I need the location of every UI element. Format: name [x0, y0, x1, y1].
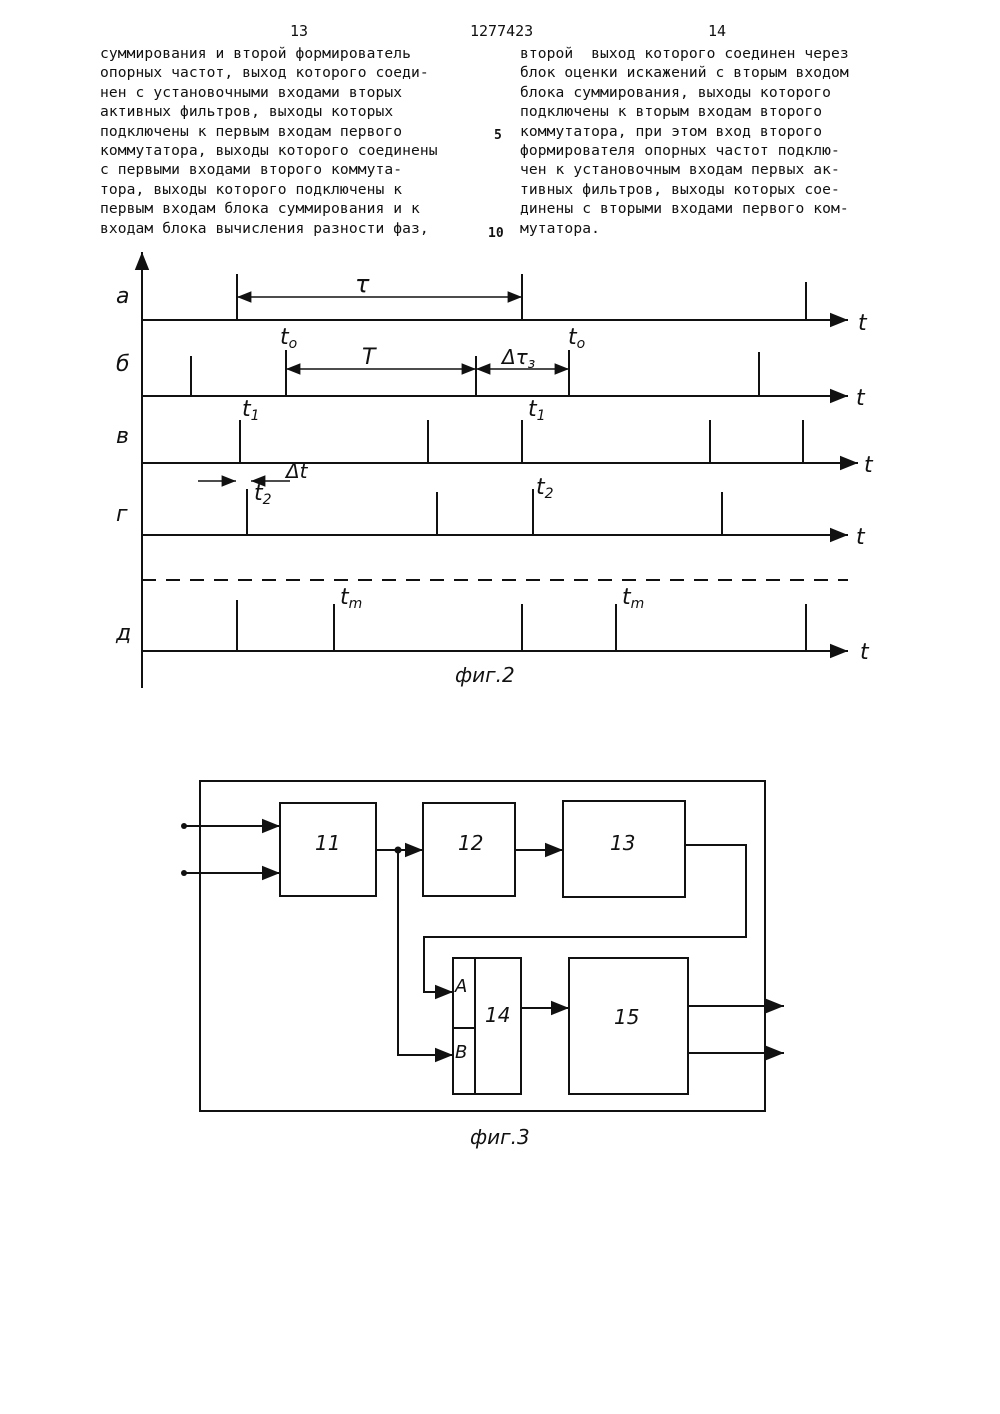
tm-label: tm [340, 585, 362, 612]
axis-label-t: t [858, 311, 868, 336]
block-12-label: 12 [458, 831, 483, 855]
link-13-14a [424, 845, 746, 992]
row-label-v: в [116, 424, 129, 449]
axis-label-t: t [864, 453, 874, 478]
input-terminal [181, 870, 187, 876]
block-15-label: 15 [614, 1005, 639, 1029]
axis-label-t: t [856, 386, 866, 411]
figure-2-timing-diagram [142, 252, 858, 688]
row-label-g: г [116, 502, 128, 527]
link-11-14b [398, 850, 453, 1055]
port-b-label: B [455, 1042, 467, 1063]
row-label-d: д [115, 621, 131, 646]
t0-label: to [568, 325, 585, 352]
axis-label-t: t [856, 525, 866, 550]
row-label-b: б [116, 352, 130, 377]
t1-label: t1 [242, 397, 260, 424]
figure-3-caption: фиг.3 [470, 1125, 530, 1149]
tm-label: tm [622, 585, 644, 612]
axis-label-t: t [860, 640, 870, 665]
figure-3-block-diagram [184, 781, 784, 1111]
figure-2-caption: фиг.2 [455, 663, 515, 687]
delta-t-label: Δt [284, 459, 309, 483]
junction-dot [395, 847, 402, 854]
row-label-a: а [116, 284, 129, 309]
input-terminal [181, 823, 187, 829]
T-label: T [362, 345, 377, 370]
t1-label: t1 [528, 397, 546, 424]
block-14-label: 14 [485, 1003, 510, 1027]
block-13-label: 13 [610, 831, 635, 855]
t2-label: t2 [536, 475, 554, 502]
tau-label: τ [355, 270, 370, 298]
t0-label: to [280, 325, 297, 352]
delta-tau-label: Δτз [500, 345, 535, 372]
block-11-label: 11 [315, 831, 340, 855]
t2-label: t2 [254, 481, 272, 508]
port-a-label: A [454, 976, 467, 997]
